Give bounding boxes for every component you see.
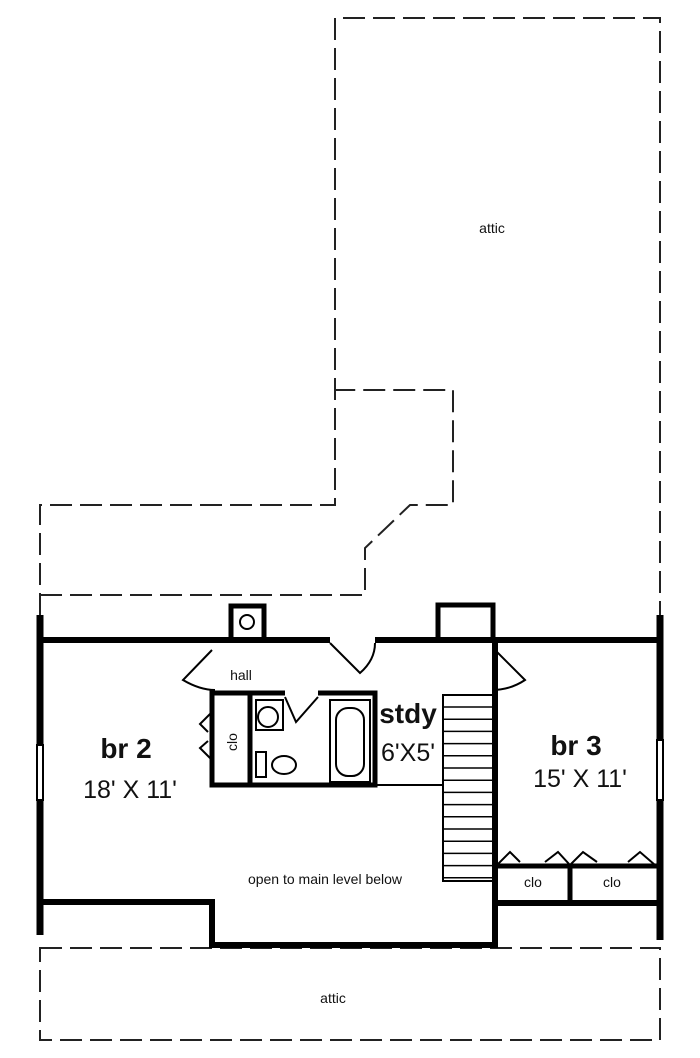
br3-closet-right-label: clo xyxy=(603,874,621,890)
br3-closets xyxy=(495,850,660,903)
br3-closet-left-label: clo xyxy=(524,874,542,890)
br2-closet-label: clo xyxy=(224,733,240,751)
study-name: stdy xyxy=(379,698,437,729)
attic-bottom-outline xyxy=(39,947,661,1041)
exterior-walls xyxy=(36,615,664,948)
chimney-box xyxy=(435,602,496,643)
staircase[interactable] xyxy=(442,694,494,882)
attic-bottom-label: attic xyxy=(320,990,346,1006)
br2-name: br 2 xyxy=(100,733,151,764)
chimney-vent xyxy=(228,603,267,643)
br2-size: 18' X 11' xyxy=(83,776,177,804)
hall-label: hall xyxy=(230,667,252,683)
attic-top-outline xyxy=(39,17,661,615)
interior-walls xyxy=(198,690,443,788)
study-size: 6'X5' xyxy=(381,739,435,767)
br3-name: br 3 xyxy=(550,730,601,761)
attic-top-label: attic xyxy=(479,220,505,236)
hall-doors xyxy=(181,642,527,691)
br3-size: 15' X 11' xyxy=(533,765,627,793)
open-area-label: open to main level below xyxy=(248,871,403,887)
